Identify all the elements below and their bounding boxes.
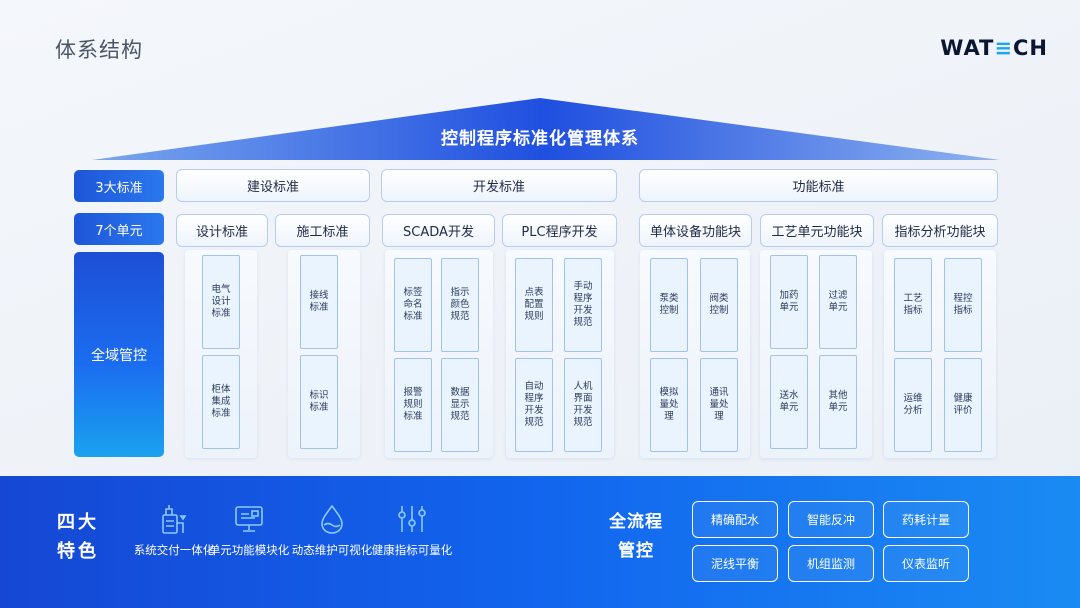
monitor-module-icon [235,506,263,532]
feature-unit-module: 单元功能模块化 [204,503,294,558]
slider-controls-icon [398,506,426,532]
feature-dynamic-maintenance: 动态维护可视化 [287,503,377,558]
cell-other-unit: 其他单元 [819,355,857,449]
feature-label: 单元功能模块化 [208,543,290,557]
features-band [0,476,1080,608]
feature-label: 系统交付一体化 [133,543,215,557]
cell-hmi-dev: 人机界面开发规范 [564,358,602,452]
feature-label: 健康指标可量化 [371,543,453,557]
cell-valve-control: 阀类控制 [700,258,738,352]
cell-water-supply-unit: 送水单元 [770,355,808,449]
process-instrument-monitoring: 仪表监听 [883,545,969,582]
feature-health-indicator: 健康指标可量化 [367,503,457,558]
unit-construction: 施工标准 [275,214,370,247]
unit-equipment-blocks: 单体设备功能块 [639,214,752,247]
process-smart-backwash: 智能反冲 [788,501,874,538]
standard-function: 功能标准 [639,169,998,202]
system-title: 控制程序标准化管理体系 [441,129,639,149]
logo-prefix: WAT [940,36,995,60]
cell-tag-naming: 标签命名标准 [394,258,432,352]
unit-indicator-blocks: 指标分析功能块 [882,214,998,247]
cell-analog-processing: 模拟量处理 [650,358,688,452]
unit-process-blocks: 工艺单元功能块 [760,214,874,247]
row-label-units: 7个单元 [74,213,164,245]
logo-signal-mark: ≡ [994,36,1013,60]
process-unit-monitoring: 机组监测 [788,545,874,582]
feature-label: 动态维护可视化 [291,543,373,557]
cell-process-indicator: 工艺指标 [894,258,932,352]
cell-cabinet-integration: 柜体集成标准 [202,355,240,449]
row-label-control: 全域管控 [74,252,164,457]
cell-pump-control: 泵类控制 [650,258,688,352]
standard-development: 开发标准 [381,169,617,202]
cell-indicator-color: 指示颜色规范 [441,258,479,352]
process-chemical-metering: 药耗计量 [883,501,969,538]
cell-health-evaluation: 健康评价 [944,358,982,452]
cell-filter-unit: 过滤单元 [819,255,857,349]
cell-alarm-rules: 报警规则标准 [394,358,432,452]
logo-suffix: CH [1013,36,1048,60]
cell-program-indicator: 程控指标 [944,258,982,352]
process-sludge-balance: 泥线平衡 [692,545,778,582]
four-features-title: 四大特色 [57,512,99,562]
full-process-title: 全流程管控 [609,512,663,561]
page-title: 体系结构 [55,38,143,62]
cell-data-display: 数据显示规范 [441,358,479,452]
cell-dosing-unit: 加药单元 [770,255,808,349]
unit-plc: PLC程序开发 [502,214,617,247]
standard-construction: 建设标准 [176,169,370,202]
system-delivery-icon [162,505,187,534]
watech-logo: WAT≡CH [940,36,1048,60]
cell-auto-program: 自动程序开发规范 [515,358,553,452]
cell-manual-program: 手动程序开发规范 [564,258,602,352]
cell-comm-processing: 通讯量处理 [700,358,738,452]
cell-wiring: 接线标准 [300,255,338,349]
row-label-standards: 3大标准 [74,170,164,202]
unit-design: 设计标准 [176,214,268,247]
cell-labeling: 标识标准 [300,355,338,449]
cell-ops-analysis: 运维分析 [894,358,932,452]
water-drop-icon [321,504,343,534]
unit-scada: SCADA开发 [382,214,495,247]
cell-point-config: 点表配置规则 [515,258,553,352]
feature-system-delivery: 系统交付一体化 [129,503,219,558]
cell-electrical-design: 电气设计标准 [202,255,240,349]
process-precise-distribution: 精确配水 [692,501,778,538]
